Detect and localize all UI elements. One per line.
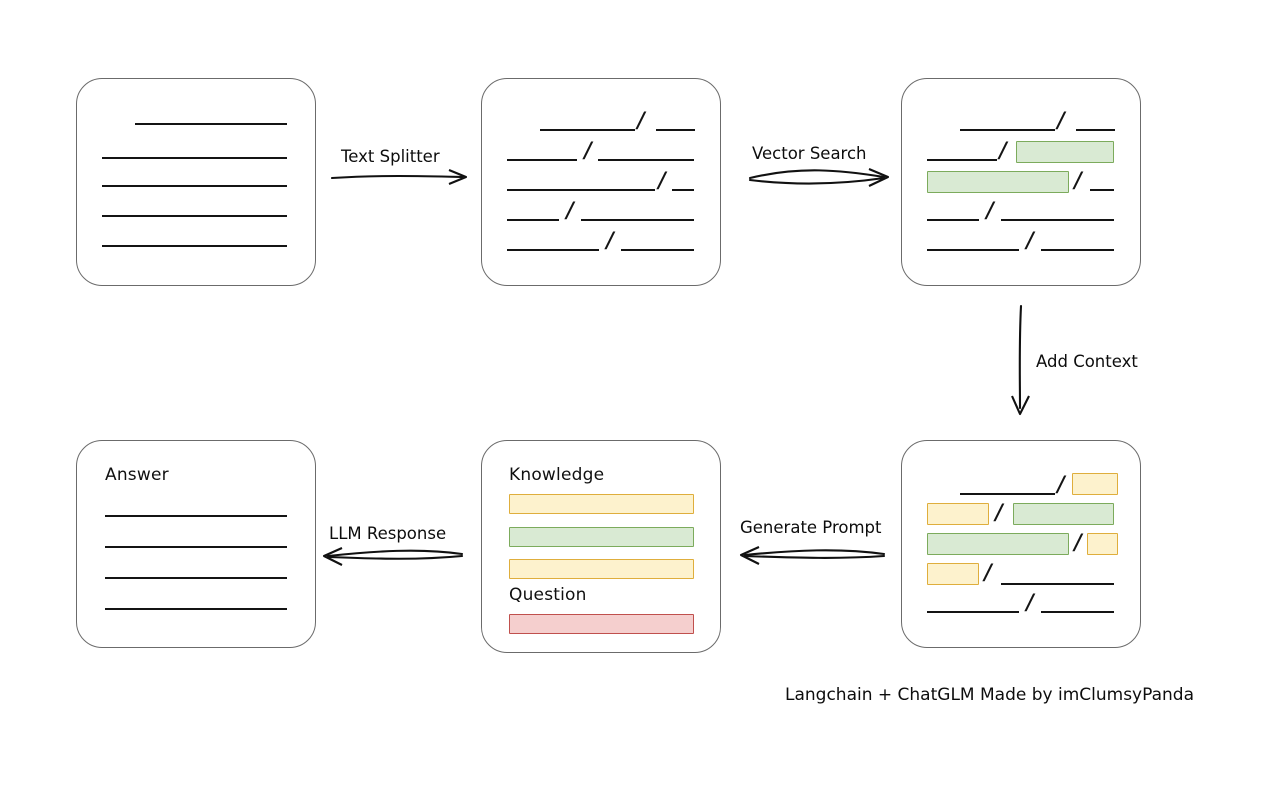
- context-chunk-yellow: [927, 503, 989, 525]
- chunk-line: [598, 159, 694, 161]
- knowledge-chunk-green: [509, 527, 694, 547]
- chunk-line: [927, 159, 997, 161]
- chunk-separator: /: [999, 137, 1007, 162]
- matched-chunk-green: [1016, 141, 1114, 163]
- arrow-label-text-splitter: Text Splitter: [341, 147, 440, 166]
- generate-prompt-arrow: [739, 546, 886, 565]
- context-chunk-yellow: [1072, 473, 1118, 495]
- chunk-line: [960, 493, 1055, 495]
- doc-line: [102, 185, 287, 187]
- doc-line: [135, 123, 287, 125]
- doc-line: [102, 245, 287, 247]
- knowledge-label: Knowledge: [509, 465, 605, 485]
- text-splitter-arrow: [330, 169, 468, 185]
- answer-label: Answer: [105, 465, 169, 485]
- answer-line: [105, 515, 287, 517]
- chunk-line: [540, 129, 635, 131]
- chunk-line: [960, 129, 1055, 131]
- add-context-arrow: [1011, 304, 1030, 416]
- chunk-line: [621, 249, 694, 251]
- knowledge-chunk-yellow: [509, 494, 694, 514]
- vector-search-arrow: [748, 168, 890, 187]
- source-document-box[interactable]: [76, 78, 316, 286]
- answer-line: [105, 546, 287, 548]
- chunk-line: [927, 249, 1019, 251]
- context-chunk-yellow: [927, 563, 979, 585]
- split-document-box[interactable]: / / / / /: [481, 78, 721, 286]
- chunk-separator: /: [637, 107, 645, 132]
- vector-matched-document-box[interactable]: / / / / /: [901, 78, 1141, 286]
- chunk-line: [507, 249, 599, 251]
- chunk-line: [927, 219, 979, 221]
- knowledge-chunk-yellow: [509, 559, 694, 579]
- chunk-separator: /: [584, 137, 592, 162]
- chunk-line: [672, 189, 694, 191]
- chunk-separator: /: [995, 499, 1003, 524]
- arrow-label-generate-prompt: Generate Prompt: [740, 518, 882, 537]
- chunk-separator: /: [1026, 589, 1034, 614]
- chunk-separator: /: [1074, 167, 1082, 192]
- arrow-label-add-context: Add Context: [1036, 352, 1138, 371]
- chunk-line: [1001, 583, 1114, 585]
- context-document-box[interactable]: / / / / /: [901, 440, 1141, 648]
- arrow-label-llm-response: LLM Response: [329, 524, 447, 543]
- matched-chunk-green: [927, 171, 1069, 193]
- chunk-separator: /: [658, 167, 666, 192]
- chunk-line: [507, 159, 577, 161]
- chunk-separator: /: [1026, 227, 1034, 252]
- chunk-line: [507, 219, 559, 221]
- answer-line: [105, 608, 287, 610]
- chunk-line: [507, 189, 655, 191]
- chunk-line: [1090, 189, 1114, 191]
- arrow-label-vector-search: Vector Search: [752, 144, 867, 163]
- doc-line: [102, 215, 287, 217]
- chunk-line: [581, 219, 694, 221]
- chunk-line: [1076, 129, 1115, 131]
- prompt-box[interactable]: Knowledge Question: [481, 440, 721, 653]
- chunk-separator: /: [1057, 471, 1065, 496]
- matched-chunk-green: [1013, 503, 1114, 525]
- footer-credit: Langchain + ChatGLM Made by imClumsyPand…: [785, 685, 1194, 705]
- answer-box[interactable]: Answer: [76, 440, 316, 648]
- llm-response-arrow: [322, 547, 464, 566]
- chunk-separator: /: [986, 197, 994, 222]
- chunk-line: [927, 611, 1019, 613]
- chunk-separator: /: [984, 559, 992, 584]
- chunk-line: [1041, 611, 1114, 613]
- chunk-line: [1001, 219, 1114, 221]
- chunk-line: [656, 129, 695, 131]
- chunk-line: [1041, 249, 1114, 251]
- context-chunk-yellow: [1087, 533, 1118, 555]
- doc-line: [102, 157, 287, 159]
- matched-chunk-green: [927, 533, 1069, 555]
- answer-line: [105, 577, 287, 579]
- chunk-separator: /: [1057, 107, 1065, 132]
- question-label: Question: [509, 585, 587, 605]
- chunk-separator: /: [1074, 529, 1082, 554]
- question-chunk-red: [509, 614, 694, 634]
- chunk-separator: /: [566, 197, 574, 222]
- chunk-separator: /: [606, 227, 614, 252]
